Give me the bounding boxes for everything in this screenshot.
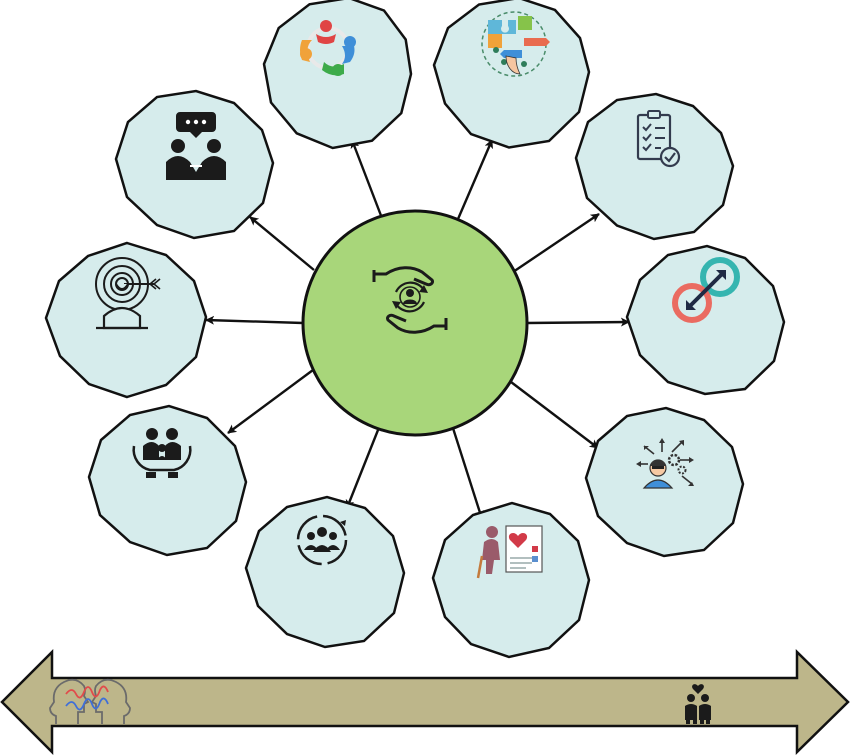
couple-heart-icon: [685, 684, 711, 724]
family-care-hands-icon: [132, 428, 192, 478]
brain-profiles-icon: [49, 678, 131, 724]
node-puzzle: [432, 0, 591, 149]
node-health: [431, 501, 591, 659]
node-settings: [584, 406, 745, 558]
node-community: [244, 495, 406, 649]
edge-hub-to-checklist: [512, 213, 600, 273]
node-target: [44, 241, 208, 399]
edge-hub-to-target: [205, 315, 304, 325]
edge-hub-to-team: [350, 139, 387, 227]
node-checklist: [574, 92, 735, 241]
interconnection-rings-icon: [672, 257, 740, 323]
node-conversation: [114, 89, 275, 240]
elderly-health-record-icon: [476, 525, 543, 579]
community-group-icon: [296, 514, 348, 566]
edge-hub-to-conversation: [249, 216, 315, 271]
hub-node: [301, 209, 529, 437]
node-family: [87, 404, 248, 557]
node-link: [625, 244, 786, 396]
timeline-arrow: [0, 648, 850, 755]
edge-hub-to-settings: [510, 381, 599, 449]
puzzle-strategy-icon: [481, 11, 550, 77]
conversation-people-icon: [166, 112, 226, 180]
edge-hub-to-family: [227, 369, 314, 434]
edge-hub-to-community: [345, 424, 382, 509]
caring-hands-person-icon: [372, 266, 448, 334]
edge-hub-to-health: [450, 424, 484, 520]
checklist-icon: [636, 110, 681, 168]
edge-hub-to-puzzle: [453, 139, 494, 227]
team-circle-icon: [300, 20, 356, 76]
edge-hub-to-link: [526, 317, 630, 327]
edges: [205, 139, 630, 520]
node-team: [262, 0, 413, 150]
person-target-icon: [95, 257, 161, 330]
person-gears-icon: [636, 438, 694, 489]
